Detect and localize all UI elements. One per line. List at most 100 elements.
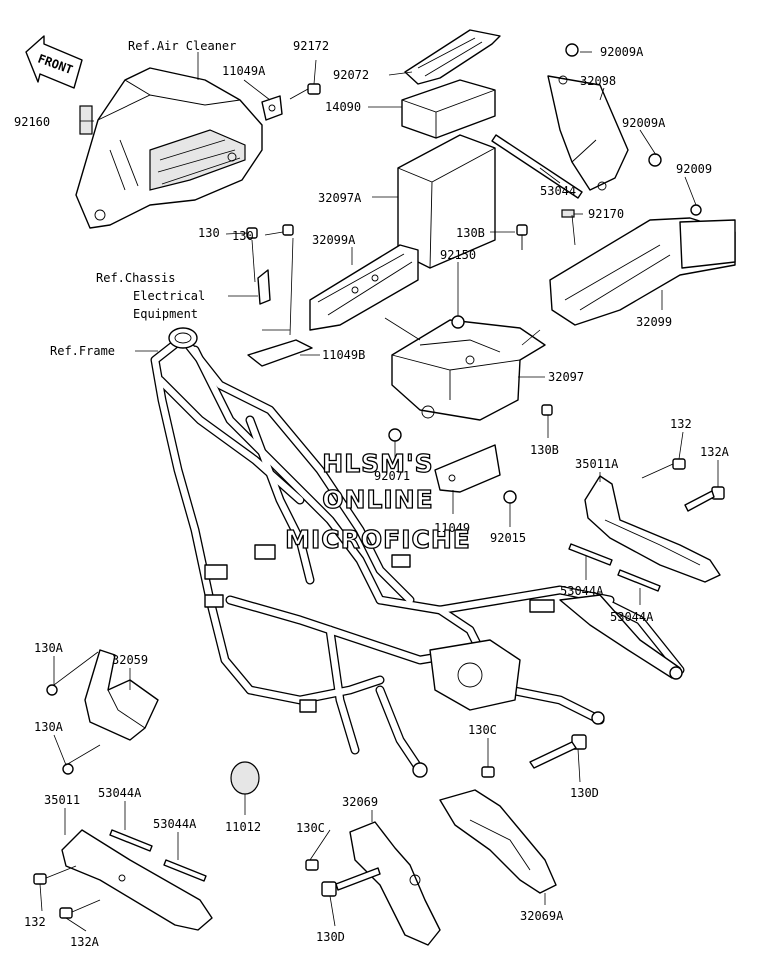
part-132-right-bolt (641, 458, 686, 479)
part-32097a-battery-cover (397, 134, 496, 269)
label-130c-left: 130C (296, 821, 325, 835)
label-53044: 53044 (540, 184, 576, 198)
air-cleaner-assembly (75, 67, 263, 229)
part-35011a-footrest-bracket (584, 475, 721, 583)
part-32098-bracket (547, 75, 629, 191)
part-92009-screw (690, 204, 702, 216)
chassis-electrical-bracket (257, 269, 271, 305)
label-32069: 32069 (342, 795, 378, 809)
label-ref-chassis-2: Electrical (133, 289, 205, 303)
label-53044a-r2: 53044A (610, 610, 654, 624)
label-130c-right: 130C (468, 723, 497, 737)
label-14090: 14090 (325, 100, 361, 114)
label-32099a: 32099A (312, 233, 356, 247)
part-130a-lower-bolt (62, 763, 74, 775)
watermark-line-1: HLSM'S (322, 449, 433, 478)
main-frame (150, 327, 685, 778)
label-32097: 32097 (548, 370, 584, 384)
watermark-line-2: ONLINE (322, 485, 433, 514)
label-32099: 32099 (636, 315, 672, 329)
part-32099a-cover (309, 244, 419, 331)
part-130c-left-bolt (305, 859, 319, 871)
label-92009a-mid: 92009A (622, 116, 666, 130)
part-92009a-mid-screw (648, 153, 662, 167)
label-92009: 92009 (676, 162, 712, 176)
label-130a-upper: 130A (34, 641, 64, 655)
label-92015: 92015 (490, 531, 526, 545)
part-53044a-left-rod-1 (109, 829, 153, 852)
label-53044a-l1: 53044A (98, 786, 142, 800)
part-130a-upper-bolt (46, 684, 58, 696)
label-ref-air-cleaner: Ref.Air Cleaner (128, 39, 236, 53)
label-11049a: 11049A (222, 64, 266, 78)
label-ref-frame: Ref.Frame (50, 344, 115, 358)
watermark: HLSM'S ONLINE MICROFICHE (284, 448, 471, 554)
part-53044a-right-rod-1 (568, 543, 613, 566)
label-11049: 11049 (434, 521, 470, 535)
part-11049b-bracket (247, 339, 313, 367)
part-130-upper-bolt (282, 224, 294, 236)
label-32097a: 32097A (318, 191, 362, 205)
label-130b-lower: 130B (530, 443, 559, 457)
part-32069a-right-plate (439, 789, 557, 894)
part-132-left-bolt (33, 865, 77, 885)
label-92009a-top: 92009A (600, 45, 644, 59)
part-92150-bolt (451, 315, 465, 329)
label-92072: 92072 (333, 68, 369, 82)
part-92015-washer (503, 490, 517, 504)
part-11049a-bracket (261, 95, 283, 121)
part-92160-block (79, 105, 93, 135)
part-92170-clip (561, 209, 575, 218)
label-53044a-r1: 53044A (560, 584, 604, 598)
part-130d-right-bolt (529, 734, 587, 769)
label-92170: 92170 (588, 207, 624, 221)
part-92072-battery-band (404, 29, 501, 85)
part-92009a-upper-screw (565, 43, 579, 57)
part-130c-right-bolt (481, 766, 495, 778)
label-32069a: 32069A (520, 909, 564, 923)
label-92172: 92172 (293, 39, 329, 53)
part-130d-left-bolt (321, 867, 381, 897)
label-132-right: 132 (670, 417, 692, 431)
part-130b-lower-bolt (541, 404, 553, 416)
label-132a-left: 132A (70, 935, 100, 949)
part-11049-bracket (434, 444, 501, 493)
label-32098: 32098 (580, 74, 616, 88)
part-53044a-right-rod-2 (617, 569, 661, 592)
part-132a-left-bolt (59, 899, 101, 919)
label-130d-left: 130D (316, 930, 345, 944)
part-32099-side-cover (549, 217, 736, 326)
part-labels: Ref.Air Cleaner 92172 11049A 92072 14090… (14, 39, 730, 949)
label-92071: 92071 (374, 469, 410, 483)
front-direction-badge: FRONT (25, 35, 83, 89)
label-35011a: 35011A (575, 457, 619, 471)
part-32069-left-plate (349, 821, 441, 946)
label-32059: 32059 (112, 653, 148, 667)
label-92160: 92160 (14, 115, 50, 129)
part-35011-footrest-bracket (61, 829, 213, 931)
part-53044a-left-rod-2 (163, 859, 207, 882)
label-130b-upper: 130B (456, 226, 485, 240)
label-35011: 35011 (44, 793, 80, 807)
label-130a-lower: 130A (34, 720, 64, 734)
part-32059-bracket (84, 649, 159, 741)
label-130d-right: 130D (570, 786, 599, 800)
label-92150: 92150 (440, 248, 476, 262)
label-11012: 11012 (225, 820, 261, 834)
label-130-lower: 130 (198, 226, 220, 240)
part-92071-nut (388, 428, 402, 442)
part-11012-grommet (230, 761, 260, 795)
part-32097-battery-case (391, 319, 546, 421)
label-ref-chassis-1: Ref.Chassis (96, 271, 175, 285)
label-130-upper: 130 (232, 229, 254, 243)
label-53044a-l2: 53044A (153, 817, 197, 831)
leader-lines (39, 51, 719, 932)
part-14090-pad (401, 79, 496, 139)
watermark-line-3: MICROFICHE (285, 525, 471, 554)
part-130b-upper-bolt (516, 224, 528, 250)
label-ref-chassis-3: Equipment (133, 307, 198, 321)
part-92172-bolt (289, 83, 321, 100)
part-132a-right-bolt (684, 486, 725, 512)
